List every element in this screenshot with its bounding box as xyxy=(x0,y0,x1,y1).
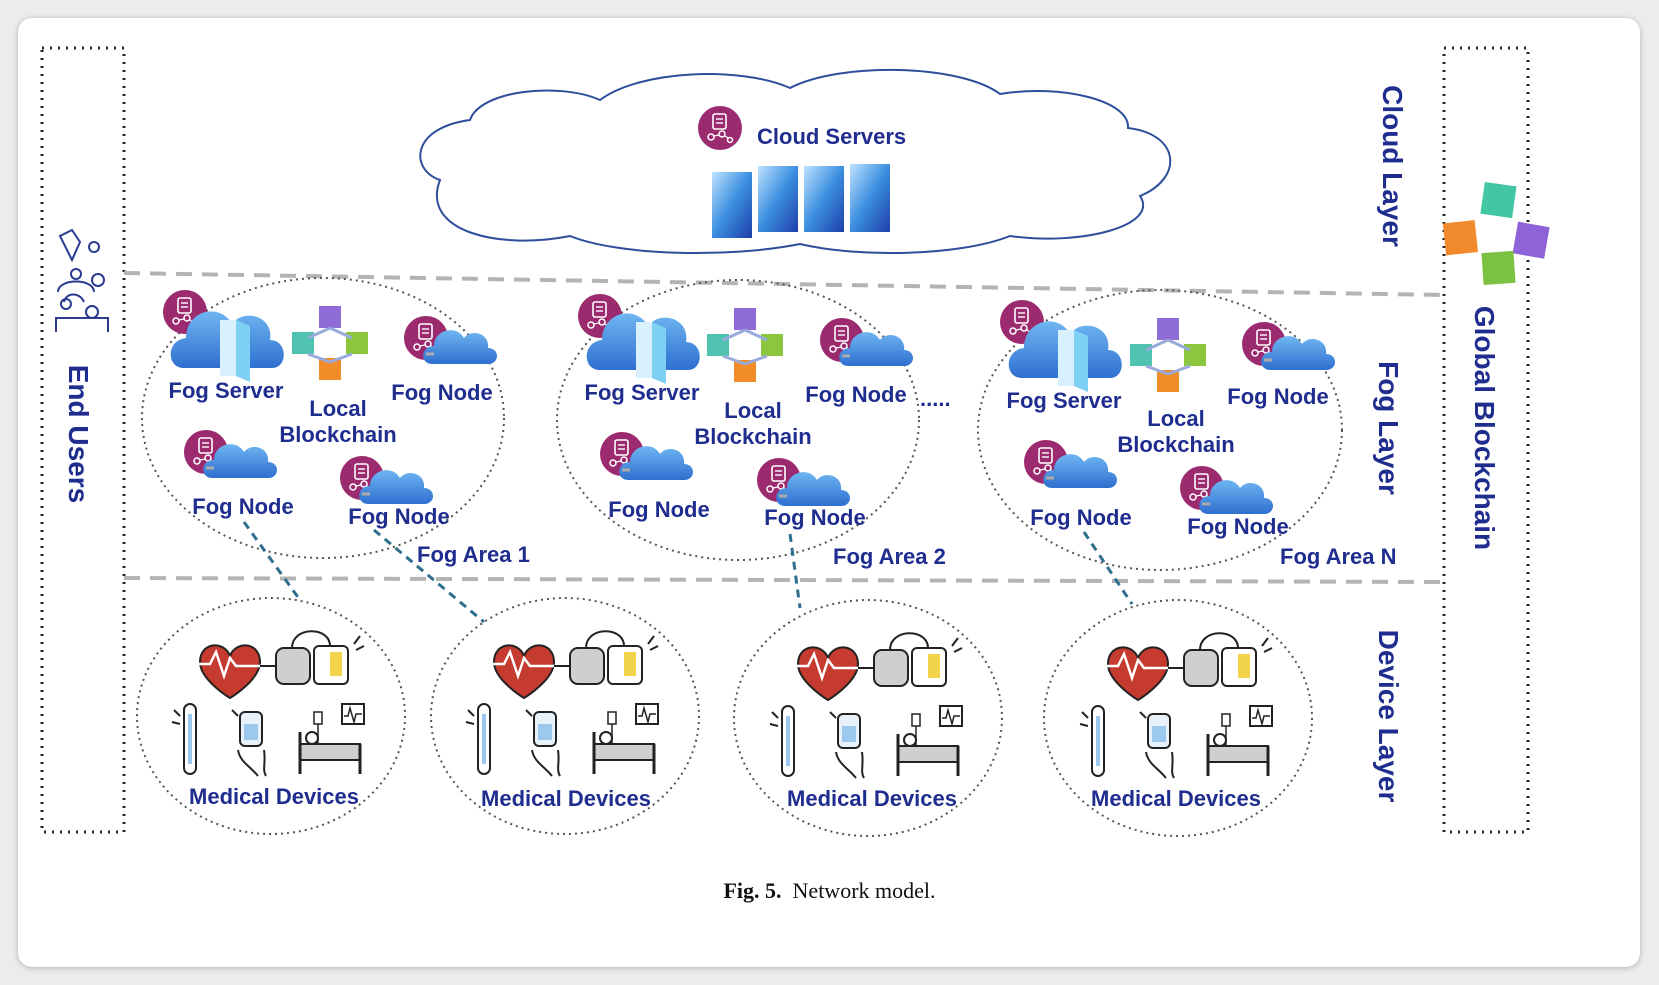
fog-node-label: Fog Node xyxy=(391,380,493,405)
end-users-icon xyxy=(55,228,109,332)
device-group-2-ellipse xyxy=(430,597,700,835)
fog-layer-label: Fog Layer xyxy=(1373,361,1404,495)
medical-devices-label: Medical Devices xyxy=(1091,786,1261,811)
caption-text: Network model. xyxy=(792,878,936,903)
fog-node-icon xyxy=(1242,322,1335,370)
medical-devices-icon xyxy=(1078,631,1274,780)
fog-node-icon xyxy=(404,316,497,364)
device-group-1-ellipse xyxy=(136,597,406,835)
cloud-layer-label: Cloud Layer xyxy=(1377,85,1408,247)
link-line xyxy=(373,528,485,624)
device-group-4-ellipse xyxy=(1043,599,1313,837)
caption-label: Fig. 5. xyxy=(723,878,782,903)
link-line xyxy=(242,521,302,601)
link-line xyxy=(788,533,802,609)
fog-server-icon xyxy=(999,299,1122,392)
medical-devices-label: Medical Devices xyxy=(189,784,359,809)
cloud-servers-icon xyxy=(697,105,890,238)
medical-devices-label: Medical Devices xyxy=(787,786,957,811)
fog-node-icon xyxy=(600,432,693,480)
fog-area-label: Fog Area N xyxy=(1280,544,1397,569)
device-layer-label: Device Layer xyxy=(1373,629,1404,803)
fog-area-n-ellipse xyxy=(977,289,1343,571)
local-blockchain-label-1: Local xyxy=(309,396,367,421)
fog-node-label: Fog Node xyxy=(1030,505,1132,530)
cloud-servers-label: Cloud Servers xyxy=(757,124,907,149)
fog-server-icon xyxy=(577,293,700,384)
fog-node-label: Fog Node xyxy=(764,505,866,530)
fog-area-label: Fog Area 1 xyxy=(417,542,530,567)
fog-area-1-ellipse xyxy=(141,277,505,559)
local-blockchain-label-2: Blockchain xyxy=(694,424,812,449)
fog-node-icon xyxy=(757,458,850,506)
end-users-label: End Users xyxy=(63,364,94,504)
figure-caption: Fig. 5. Network model. xyxy=(0,878,1659,904)
fog-server-label: Fog Server xyxy=(584,380,700,405)
device-group-3-ellipse xyxy=(733,599,1003,837)
medical-devices-icon xyxy=(464,629,660,778)
local-blockchain-icon xyxy=(705,306,785,384)
ellipsis: ..... xyxy=(920,386,951,411)
local-blockchain-label-1: Local xyxy=(724,398,782,423)
global-blockchain-label: Global Blockchain xyxy=(1469,305,1500,551)
medical-devices-icon xyxy=(170,629,366,778)
fog-node-icon xyxy=(184,430,277,478)
fog-area-label: Fog Area 2 xyxy=(833,544,946,569)
global-blockchain-box xyxy=(1442,46,1530,834)
fog-area-2-ellipse xyxy=(556,279,920,561)
local-blockchain-label-2: Blockchain xyxy=(1117,432,1235,457)
fog-node-label: Fog Node xyxy=(805,382,907,407)
fog-node-label: Fog Node xyxy=(1187,514,1289,539)
fog-node-icon xyxy=(1180,466,1273,514)
fog-node-icon xyxy=(1024,440,1117,488)
local-blockchain-icon xyxy=(1128,316,1208,394)
fog-node-label: Fog Node xyxy=(1227,384,1329,409)
fog-node-label: Fog Node xyxy=(192,494,294,519)
fog-node-icon xyxy=(340,456,433,504)
link-line xyxy=(1082,531,1134,605)
fog-server-icon xyxy=(162,289,284,382)
fog-node-label: Fog Node xyxy=(348,504,450,529)
fog-node-icon xyxy=(820,318,913,366)
local-blockchain-label-2: Blockchain xyxy=(279,422,397,447)
medical-devices-icon xyxy=(768,631,964,780)
local-blockchain-icon xyxy=(290,304,370,382)
fog-node-label: Fog Node xyxy=(608,497,710,522)
local-blockchain-label-1: Local xyxy=(1147,406,1205,431)
fog-server-label: Fog Server xyxy=(1006,388,1122,413)
end-users-box xyxy=(40,46,126,834)
global-blockchain-icon xyxy=(1442,181,1550,285)
medical-devices-label: Medical Devices xyxy=(481,786,651,811)
cloud-outline xyxy=(419,68,1172,255)
fog-device-separator xyxy=(123,576,1445,584)
fog-server-label: Fog Server xyxy=(168,378,284,403)
